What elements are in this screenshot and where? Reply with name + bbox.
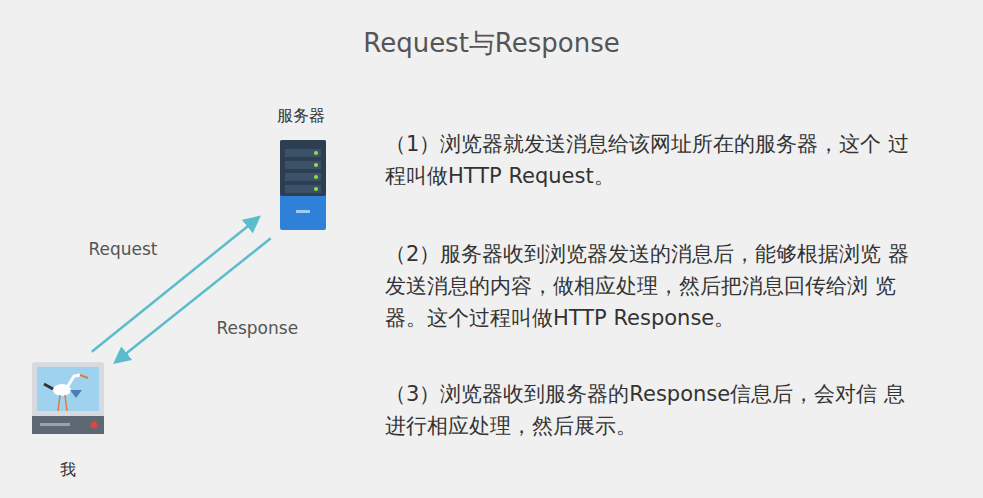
computer-node: 我	[28, 358, 108, 484]
node-label: 服务器	[266, 106, 336, 127]
node-label: 我	[28, 460, 108, 481]
edge-label: Request	[85, 239, 160, 259]
server-icon	[280, 140, 326, 230]
explanation-text: （3）浏览器收到服务器的Response信息后，会对信 息进行相应处理，然后展示…	[385, 378, 925, 442]
explanation-text: （2）服务器收到浏览器发送的消息后，能够根据浏览 器发送消息的内容，做相应处理，…	[385, 238, 925, 334]
explanation-text: （1）浏览器就发送消息给该网址所在的服务器，这个 过程叫做HTTP Reques…	[385, 128, 925, 192]
computer-icon	[32, 362, 104, 434]
edge-label: Response	[213, 318, 301, 338]
server-node: 服务器	[266, 104, 336, 232]
title: Request与Response	[0, 26, 983, 61]
